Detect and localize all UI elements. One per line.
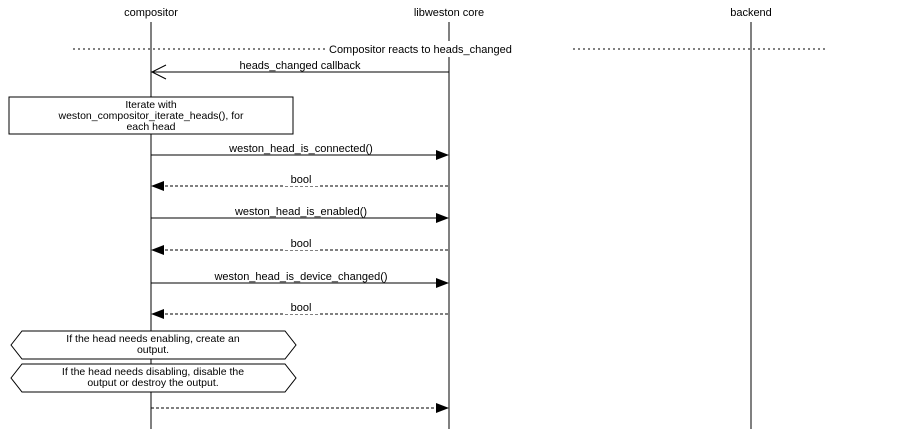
divider-label: Compositor reacts to heads_changed (329, 44, 512, 56)
message-label-head-is-connected: weston_head_is_connected() (228, 143, 373, 155)
participant-label-backend: backend (730, 7, 772, 19)
message-head-is-device-changed[interactable]: weston_head_is_device_changed() (151, 271, 449, 288)
message-label-head-is-enabled: weston_head_is_enabled() (234, 206, 367, 218)
message-label-heads-changed-callback: heads_changed callback (239, 60, 361, 72)
participant-backend[interactable]: backend (730, 7, 772, 429)
condition-enable-head-line-2: output. (137, 344, 169, 356)
message-head-is-enabled[interactable]: weston_head_is_enabled() (151, 206, 449, 223)
message-return-bool-2[interactable]: bool (151, 238, 449, 255)
return-bool-3-label-backdrop (283, 302, 319, 314)
message-label-return-bool-3: bool (291, 302, 312, 314)
arrowhead-filled-right-final-return (436, 403, 449, 413)
arrowhead-filled-left-return-bool-3 (151, 309, 164, 319)
participant-compositor[interactable]: compositor (124, 7, 178, 429)
note-line-1: Iterate with (125, 99, 177, 111)
arrowhead-filled-right-head-is-connected (436, 150, 449, 160)
participant-libweston-core[interactable]: libweston core (414, 7, 484, 429)
message-label-return-bool-1: bool (291, 174, 312, 186)
note-line-2: weston_compositor_iterate_heads(), for (57, 110, 244, 122)
condition-hexagon-disable-head (10, 363, 297, 393)
return-bool-2-label-backdrop (283, 238, 319, 250)
message-head-is-connected[interactable]: weston_head_is_connected() (151, 143, 449, 160)
return-bool-1-label-backdrop (283, 174, 319, 186)
message-final-return[interactable] (151, 403, 449, 413)
condition-enable-head: If the head needs enabling, create an ou… (10, 330, 297, 360)
condition-enable-head-line-1: If the head needs enabling, create an (66, 333, 240, 345)
message-label-head-is-device-changed: weston_head_is_device_changed() (213, 271, 387, 283)
note-line-3: each head (126, 121, 175, 133)
message-return-bool-1[interactable]: bool (151, 174, 449, 191)
arrowhead-filled-right-head-is-enabled (436, 213, 449, 223)
participant-label-libweston-core: libweston core (414, 7, 484, 19)
section-divider: Compositor reacts to heads_changed (73, 41, 827, 57)
participant-label-compositor: compositor (124, 7, 178, 19)
note-iterate-heads: Iterate with weston_compositor_iterate_h… (8, 96, 294, 135)
arrowhead-open-left-heads-changed (150, 64, 167, 80)
note-box-rect (8, 96, 294, 135)
condition-disable-head-line-2: output or destroy the output. (87, 377, 218, 389)
message-heads-changed-callback[interactable]: heads_changed callback (150, 60, 449, 80)
arrowhead-filled-left-return-bool-1 (151, 181, 164, 191)
arrowhead-filled-right-head-is-device-changed (436, 278, 449, 288)
arrowhead-filled-left-return-bool-2 (151, 245, 164, 255)
condition-disable-head: If the head needs disabling, disable the… (10, 363, 297, 393)
condition-hexagon-enable-head (10, 330, 297, 360)
condition-disable-head-line-1: If the head needs disabling, disable the (62, 366, 244, 378)
message-return-bool-3[interactable]: bool (151, 302, 449, 319)
message-label-return-bool-2: bool (291, 238, 312, 250)
divider-label-backdrop (326, 41, 572, 57)
